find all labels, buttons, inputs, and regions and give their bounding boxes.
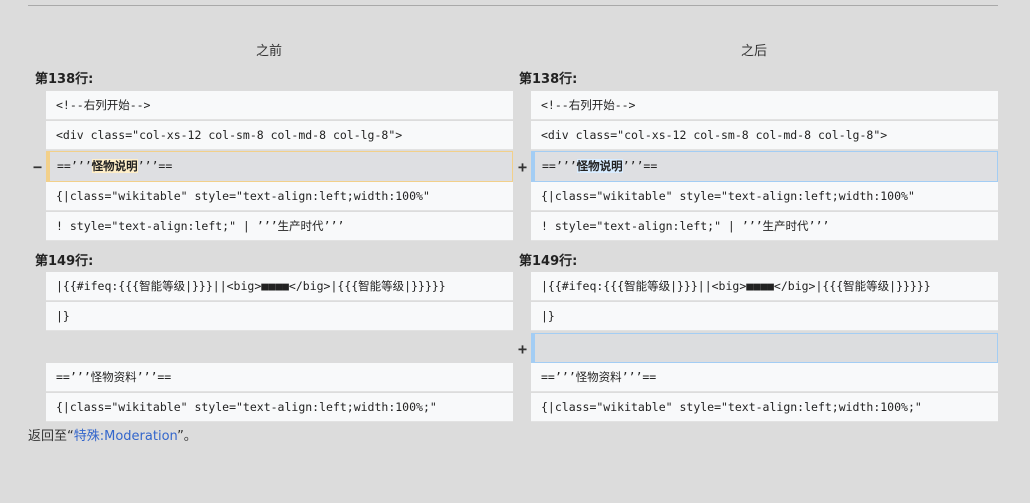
context-line: <div class="col-xs-12 col-sm-8 col-md-8 … bbox=[46, 121, 513, 150]
top-divider bbox=[28, 5, 998, 6]
moderation-link[interactable]: 特殊:Moderation bbox=[73, 429, 178, 444]
context-line: ==’’’怪物资料’’’== bbox=[46, 363, 513, 392]
added-line-prefix: ==’’’ bbox=[542, 159, 577, 173]
column-header-after: 之后 bbox=[741, 44, 768, 59]
line-number-before: 第138行: bbox=[35, 72, 94, 87]
column-header-before: 之前 bbox=[256, 44, 283, 59]
added-line-marker: + bbox=[518, 340, 528, 358]
context-line: ==’’’怪物资料’’’== bbox=[531, 363, 998, 392]
added-line-suffix: ’’’== bbox=[622, 159, 658, 173]
deleted-line-suffix: ’’’== bbox=[137, 159, 173, 173]
context-line: {|class="wikitable" style="text-align:le… bbox=[531, 393, 998, 422]
context-line: |} bbox=[531, 302, 998, 331]
added-word-highlight: 怪物说明 bbox=[576, 159, 623, 173]
deleted-word-highlight: 怪物说明 bbox=[91, 159, 138, 173]
context-line: ! style="text-align:left;" | ’’’生产时代’’’ bbox=[531, 212, 998, 241]
context-line: <!--右列开始--> bbox=[531, 91, 998, 120]
context-line: <div class="col-xs-12 col-sm-8 col-md-8 … bbox=[531, 121, 998, 150]
deleted-line-marker: − bbox=[33, 158, 43, 176]
line-number-before: 第149行: bbox=[35, 254, 94, 269]
context-line: <!--右列开始--> bbox=[46, 91, 513, 120]
deleted-line: ==’’’怪物说明’’’== bbox=[46, 151, 513, 182]
added-line: ==’’’怪物说明’’’== bbox=[531, 151, 998, 182]
return-suffix: ”。 bbox=[177, 429, 197, 444]
context-line: {|class="wikitable" style="text-align:le… bbox=[531, 182, 998, 211]
line-number-after: 第149行: bbox=[519, 254, 578, 269]
context-line: ! style="text-align:left;" | ’’’生产时代’’’ bbox=[46, 212, 513, 241]
context-line: |{{#ifeq:{{{智能等级|}}}||<big>■■■■</big>|{{… bbox=[531, 272, 998, 301]
context-line: |} bbox=[46, 302, 513, 331]
context-line: {|class="wikitable" style="text-align:le… bbox=[46, 182, 513, 211]
context-line: |{{#ifeq:{{{智能等级|}}}||<big>■■■■</big>|{{… bbox=[46, 272, 513, 301]
deleted-line-prefix: ==’’’ bbox=[57, 159, 92, 173]
line-number-after: 第138行: bbox=[519, 72, 578, 87]
added-empty-line bbox=[531, 333, 998, 363]
added-line-marker: + bbox=[518, 158, 528, 176]
context-line: {|class="wikitable" style="text-align:le… bbox=[46, 393, 513, 422]
return-footer: 返回至“特殊:Moderation”。 bbox=[28, 425, 197, 444]
return-prefix: 返回至“ bbox=[28, 429, 74, 444]
